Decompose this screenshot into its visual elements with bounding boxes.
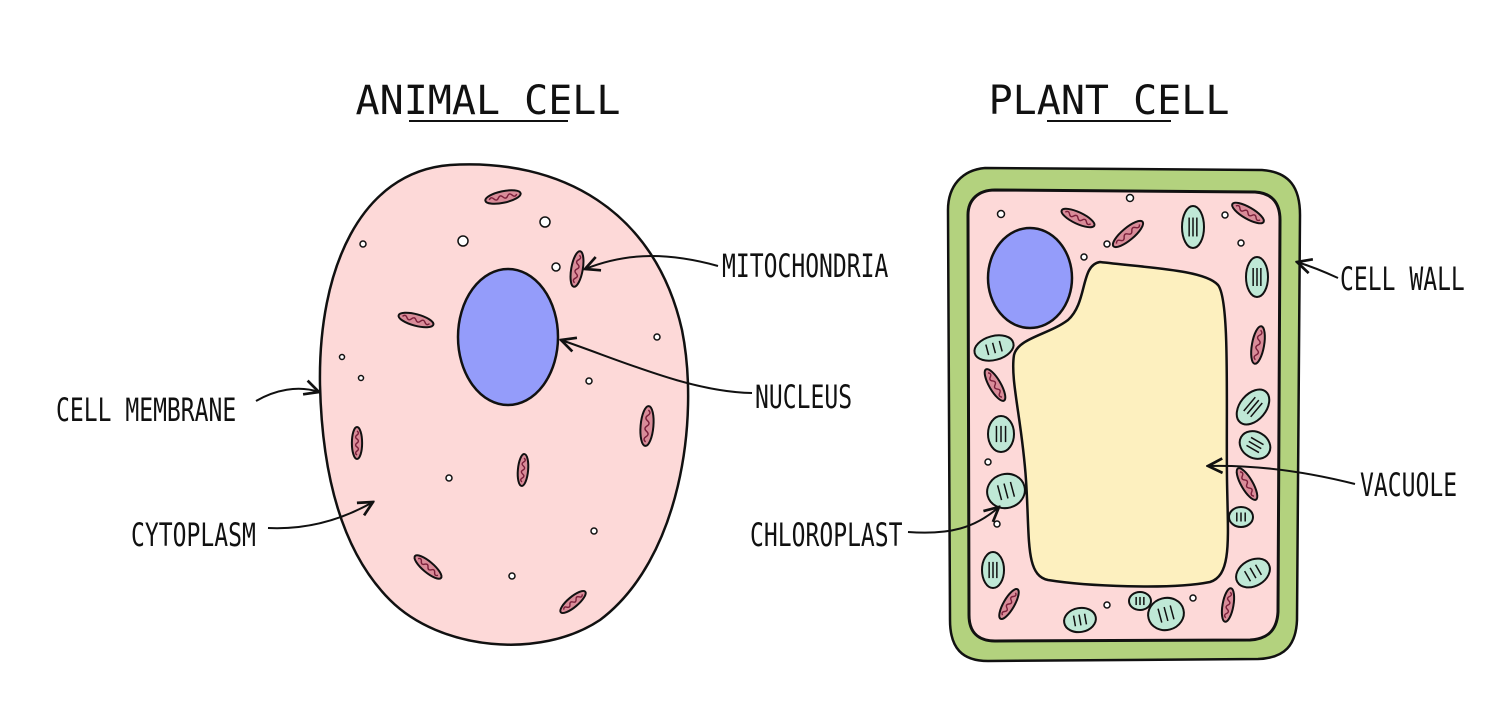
chloroplast-icon bbox=[1235, 557, 1271, 589]
mitochondrion-icon bbox=[516, 453, 530, 487]
vesicle-icon bbox=[993, 520, 1001, 528]
mitochondrion-icon bbox=[397, 311, 435, 329]
svg-text:ANIMAL CELL: ANIMAL CELL bbox=[356, 78, 621, 124]
mitochondrion-icon bbox=[484, 189, 522, 205]
mitochondrion-icon bbox=[1220, 587, 1236, 623]
plant-nucleus bbox=[986, 226, 1074, 330]
mitochondrion-icon bbox=[983, 368, 1007, 402]
vesicle-icon bbox=[551, 262, 561, 272]
mitochondrion-icon bbox=[1111, 219, 1145, 249]
animal-nucleus bbox=[456, 267, 560, 407]
vesicle-icon bbox=[359, 240, 367, 248]
chloroplast-icon bbox=[1147, 596, 1185, 632]
svg-text:MITOCHONDRIA: MITOCHONDRIA bbox=[722, 247, 889, 285]
vesicle-icon bbox=[539, 216, 551, 228]
svg-text:CELL MEMBRANE: CELL MEMBRANE bbox=[56, 391, 236, 429]
label-chloroplast: CHLOROPLAST bbox=[750, 507, 999, 554]
vesicle-icon bbox=[508, 572, 516, 580]
vesicle-icon bbox=[445, 474, 453, 482]
svg-text:PLANT CELL: PLANT CELL bbox=[989, 78, 1230, 124]
plant-cell bbox=[946, 166, 1302, 663]
chloroplast-icon bbox=[1128, 591, 1152, 611]
mitochondrion-icon bbox=[413, 554, 443, 580]
mitochondrion-icon bbox=[1235, 467, 1259, 501]
mitochondrion-icon bbox=[998, 588, 1020, 620]
chloroplast-icon bbox=[987, 415, 1015, 453]
animal-cell bbox=[318, 163, 690, 646]
vesicle-icon bbox=[1237, 239, 1245, 247]
chloroplast-icon bbox=[1181, 205, 1205, 249]
vesicle-icon bbox=[357, 374, 365, 382]
chloroplast-icon bbox=[1235, 388, 1271, 426]
vesicle-icon bbox=[996, 209, 1006, 219]
animal-cell-title: ANIMAL CELL bbox=[356, 78, 621, 124]
plant-cell-title: PLANT CELL bbox=[989, 78, 1230, 124]
svg-text:CYTOPLASM: CYTOPLASM bbox=[131, 516, 256, 554]
vesicle-icon bbox=[1103, 601, 1111, 609]
label-cell-membrane: CELL MEMBRANE bbox=[56, 389, 319, 429]
vesicle-icon bbox=[984, 458, 992, 466]
vesicle-icon bbox=[1125, 193, 1135, 203]
chloroplast-icon bbox=[986, 472, 1026, 510]
vesicle-icon bbox=[457, 235, 469, 247]
label-cytoplasm: CYTOPLASM bbox=[131, 502, 373, 554]
svg-text:NUCLEUS: NUCLEUS bbox=[755, 378, 852, 416]
svg-text:VACUOLE: VACUOLE bbox=[1360, 466, 1457, 504]
mitochondrion-icon bbox=[639, 405, 655, 447]
vesicle-icon bbox=[585, 377, 593, 385]
vesicle-icon bbox=[1080, 253, 1088, 261]
mitochondrion-icon bbox=[1231, 201, 1265, 225]
chloroplast-icon bbox=[1245, 256, 1269, 298]
label-nucleus: NUCLEUS bbox=[561, 340, 852, 416]
label-cell-wall: CELL WALL bbox=[1297, 260, 1465, 298]
vesicle-icon bbox=[653, 333, 661, 341]
chloroplast-icon bbox=[973, 334, 1015, 362]
vesicle-icon bbox=[1189, 594, 1197, 602]
svg-text:CELL WALL: CELL WALL bbox=[1340, 260, 1465, 298]
chloroplast-icon bbox=[1063, 606, 1097, 634]
vesicle-icon bbox=[338, 353, 346, 361]
mitochondrion-icon bbox=[559, 589, 587, 615]
vesicle-icon bbox=[590, 527, 598, 535]
mitochondrion-icon bbox=[1060, 207, 1096, 229]
chloroplast-icon bbox=[1238, 430, 1272, 460]
mitochondrion-icon bbox=[1250, 325, 1266, 365]
label-mitochondria: MITOCHONDRIA bbox=[585, 247, 889, 285]
svg-text:CHLOROPLAST: CHLOROPLAST bbox=[750, 516, 903, 554]
vesicle-icon bbox=[1103, 240, 1111, 248]
chloroplast-icon bbox=[981, 551, 1005, 589]
label-vacuole: VACUOLE bbox=[1208, 466, 1457, 504]
mitochondrion-icon bbox=[350, 426, 364, 460]
chloroplast-icon bbox=[1228, 506, 1254, 528]
vesicle-icon bbox=[1221, 211, 1229, 219]
plant-vacuole bbox=[1011, 260, 1230, 588]
